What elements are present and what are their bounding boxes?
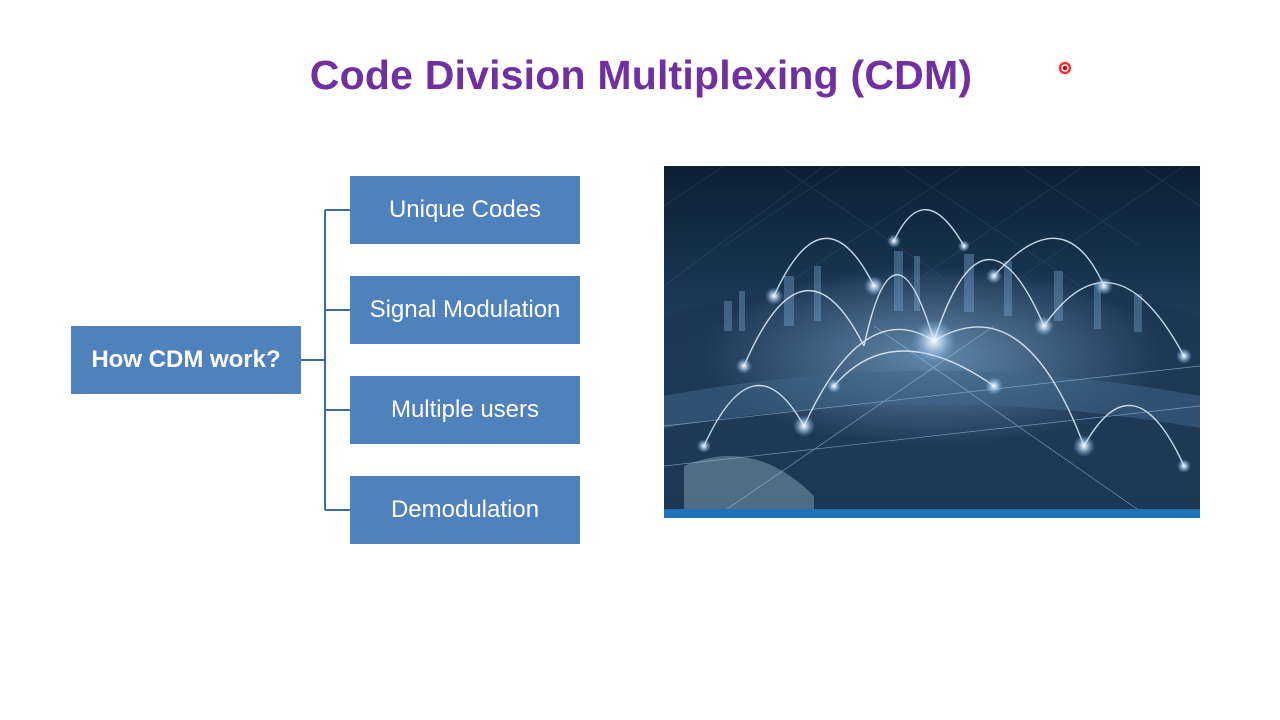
root-box: How CDM work? bbox=[71, 326, 301, 394]
network-city-image bbox=[664, 166, 1200, 518]
child-box-signal-modulation: Signal Modulation bbox=[350, 276, 580, 344]
child-box-multiple-users: Multiple users bbox=[350, 376, 580, 444]
child-box-demodulation: Demodulation bbox=[350, 476, 580, 544]
child-box-unique-codes: Unique Codes bbox=[350, 176, 580, 244]
